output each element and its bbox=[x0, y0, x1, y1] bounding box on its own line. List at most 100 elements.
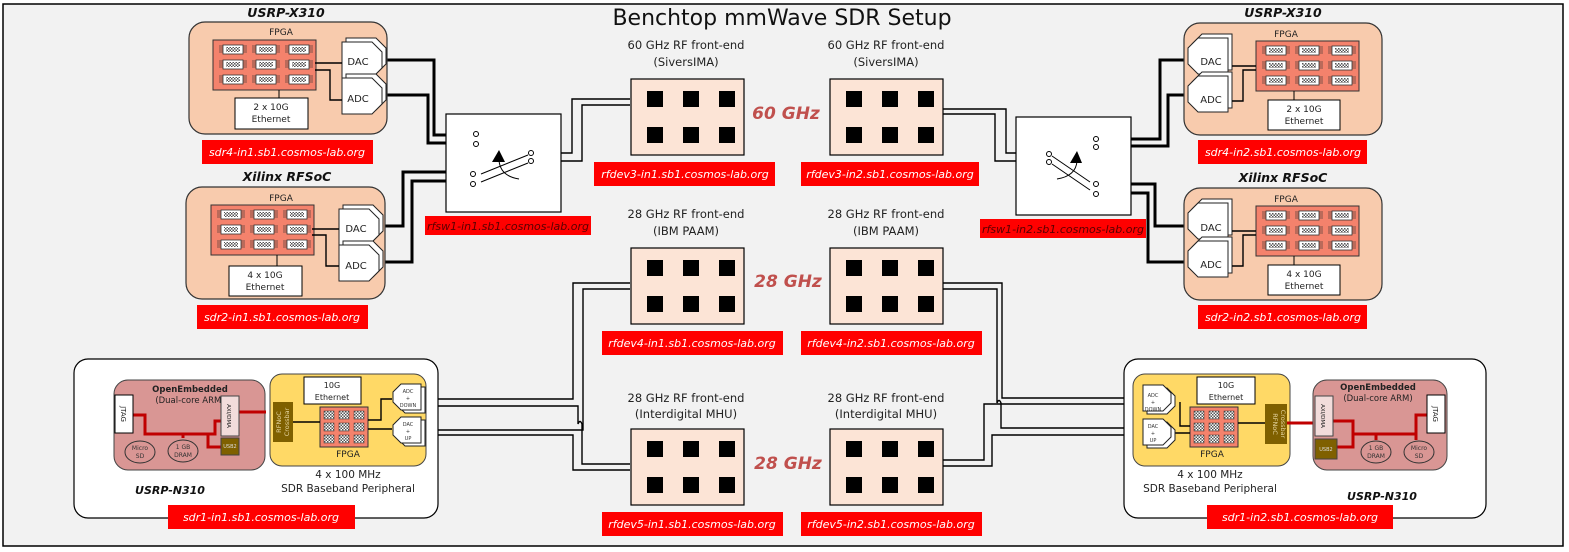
dac-label: DAC bbox=[345, 224, 366, 235]
ethernet-box bbox=[1267, 99, 1341, 131]
antenna-element bbox=[683, 91, 699, 107]
ethernet-label: 10G bbox=[1218, 381, 1234, 390]
antenna-element bbox=[918, 441, 934, 457]
hostname-label: rfsw1-in1.sb1.cosmos-lab.org bbox=[427, 220, 589, 233]
dram-ellipse bbox=[1360, 440, 1392, 464]
hostname-badge[interactable] bbox=[602, 331, 783, 355]
adc-block bbox=[1187, 71, 1233, 113]
ethernet-label: Ethernet bbox=[315, 393, 349, 402]
hostname-label: sdr2-in2.sb1.cosmos-lab.org bbox=[1205, 311, 1361, 324]
right-rf-switch: rfsw1-in2.sb1.cosmos-lab.org bbox=[980, 116, 1146, 238]
adc-label: DOWN bbox=[400, 403, 417, 409]
fpga-chip bbox=[1223, 422, 1235, 432]
dac-label: DAC bbox=[347, 57, 368, 68]
arm-subtitle: (Dual-core ARM) bbox=[155, 396, 224, 406]
adc-label: DOWN bbox=[1145, 407, 1162, 413]
hostname-badge[interactable] bbox=[197, 305, 368, 329]
antenna-element bbox=[719, 127, 735, 143]
fpga-chip-grid bbox=[212, 39, 317, 91]
antenna-element bbox=[882, 127, 898, 143]
device-title: Xilinx RFSoC bbox=[1238, 170, 1329, 185]
hostname-label: rfdev4-in1.sb1.cosmos-lab.org bbox=[608, 337, 776, 350]
axi-dma-box bbox=[220, 395, 240, 437]
antenna-element bbox=[882, 477, 898, 493]
left-rf-switch: rfsw1-in1.sb1.cosmos-lab.org bbox=[425, 113, 591, 235]
fpga-chip bbox=[323, 410, 335, 420]
ethernet-label: Ethernet bbox=[1285, 282, 1324, 292]
antenna-array-box bbox=[829, 428, 944, 506]
frontend-caption: 28 GHz RF front-end bbox=[628, 391, 745, 405]
antenna-array-box bbox=[630, 247, 745, 325]
wire-rfdev5-in2-n310-b bbox=[943, 434, 1145, 467]
crossbar-box bbox=[273, 402, 293, 442]
frontend-rfdev3-in1: 60 GHz RF front-end (SiversIMA) rfdev3-i… bbox=[594, 38, 775, 186]
ethernet-label: Ethernet bbox=[1209, 393, 1243, 402]
antenna-array-box bbox=[630, 78, 745, 156]
hostname-label: rfdev3-in2.sb1.cosmos-lab.org bbox=[806, 168, 974, 181]
arm-bus bbox=[133, 410, 266, 449]
antenna-array-box bbox=[630, 428, 745, 506]
adc-label: ADC bbox=[345, 261, 367, 272]
hostname-badge[interactable] bbox=[594, 162, 775, 186]
usb2-label: USB2 bbox=[223, 444, 236, 450]
adc-block bbox=[1187, 236, 1233, 278]
hostname-badge[interactable] bbox=[202, 140, 373, 164]
frontend-caption: 28 GHz RF front-end bbox=[828, 207, 945, 221]
crossbar-label: RFNoC bbox=[275, 411, 283, 433]
n310-caption: SDR Baseband Peripheral bbox=[281, 483, 415, 495]
antenna-element bbox=[719, 477, 735, 493]
axi-dma-box bbox=[1314, 395, 1334, 437]
fpga-label: FPGA bbox=[1274, 195, 1299, 205]
hostname-label: rfdev3-in1.sb1.cosmos-lab.org bbox=[601, 168, 769, 181]
right-rfsoc: Xilinx RFSoC FPGA 4 x 10G Ethernet DAC A… bbox=[1183, 170, 1383, 329]
ethernet-label: Ethernet bbox=[1285, 117, 1324, 127]
hostname-badge[interactable] bbox=[801, 162, 979, 186]
ethernet-label: Ethernet bbox=[252, 115, 291, 125]
band-label-28ghz: 28 GHz bbox=[754, 454, 822, 474]
usb2-box bbox=[1314, 438, 1338, 460]
hostname-badge[interactable] bbox=[801, 331, 982, 355]
wire-n310-rfdev4-in1-b bbox=[425, 288, 630, 431]
dac-label: + bbox=[406, 429, 410, 435]
antenna-element bbox=[647, 296, 663, 312]
hostname-badge[interactable] bbox=[1198, 140, 1367, 164]
wire-rfdev5-in2-n310 bbox=[943, 403, 1145, 461]
antenna-element bbox=[882, 296, 898, 312]
fpga-chip bbox=[1193, 422, 1205, 432]
fpga-label: FPGA bbox=[336, 450, 361, 460]
antenna-element bbox=[683, 477, 699, 493]
hostname-badge[interactable] bbox=[602, 512, 783, 536]
hostname-badge[interactable] bbox=[980, 219, 1146, 238]
dac-label: UP bbox=[1150, 438, 1157, 444]
fpga-chip-grid bbox=[210, 204, 315, 256]
dac-label: DAC bbox=[1148, 424, 1159, 430]
device-title: USRP-N310 bbox=[1347, 490, 1417, 503]
hostname-badge[interactable] bbox=[1198, 305, 1367, 329]
antenna-element bbox=[918, 260, 934, 276]
dram-label: 1 GB bbox=[176, 444, 191, 451]
dram-label: 1 GB bbox=[1369, 445, 1384, 452]
frontend-caption: (SiversIMA) bbox=[853, 55, 918, 69]
hostname-label: sdr4-in1.sb1.cosmos-lab.org bbox=[209, 146, 365, 159]
wire-x310-adc-in2 bbox=[1098, 93, 1185, 148]
antenna-element bbox=[683, 260, 699, 276]
dac-label: DAC bbox=[1200, 57, 1221, 68]
jtag-box bbox=[114, 394, 134, 434]
ethernet-label: Ethernet bbox=[246, 283, 285, 293]
hostname-badge[interactable] bbox=[168, 505, 355, 529]
hostname-badge[interactable] bbox=[1207, 505, 1393, 529]
ethernet-box bbox=[1267, 264, 1341, 296]
dac-block bbox=[1187, 33, 1233, 75]
wire-rfsoc-dac-in1 bbox=[384, 170, 470, 228]
hostname-badge[interactable] bbox=[425, 216, 591, 235]
arm-title: OpenEmbedded bbox=[152, 385, 228, 395]
fpga-label: FPGA bbox=[1200, 450, 1225, 460]
switch-arrow-icon bbox=[1056, 160, 1078, 180]
hostname-badge[interactable] bbox=[801, 512, 982, 536]
antenna-element bbox=[647, 91, 663, 107]
wire-n310-rfdev4-in1 bbox=[425, 282, 630, 400]
hostname-label: rfdev4-in2.sb1.cosmos-lab.org bbox=[807, 337, 975, 350]
antenna-element bbox=[882, 441, 898, 457]
adc-label: + bbox=[406, 396, 410, 402]
